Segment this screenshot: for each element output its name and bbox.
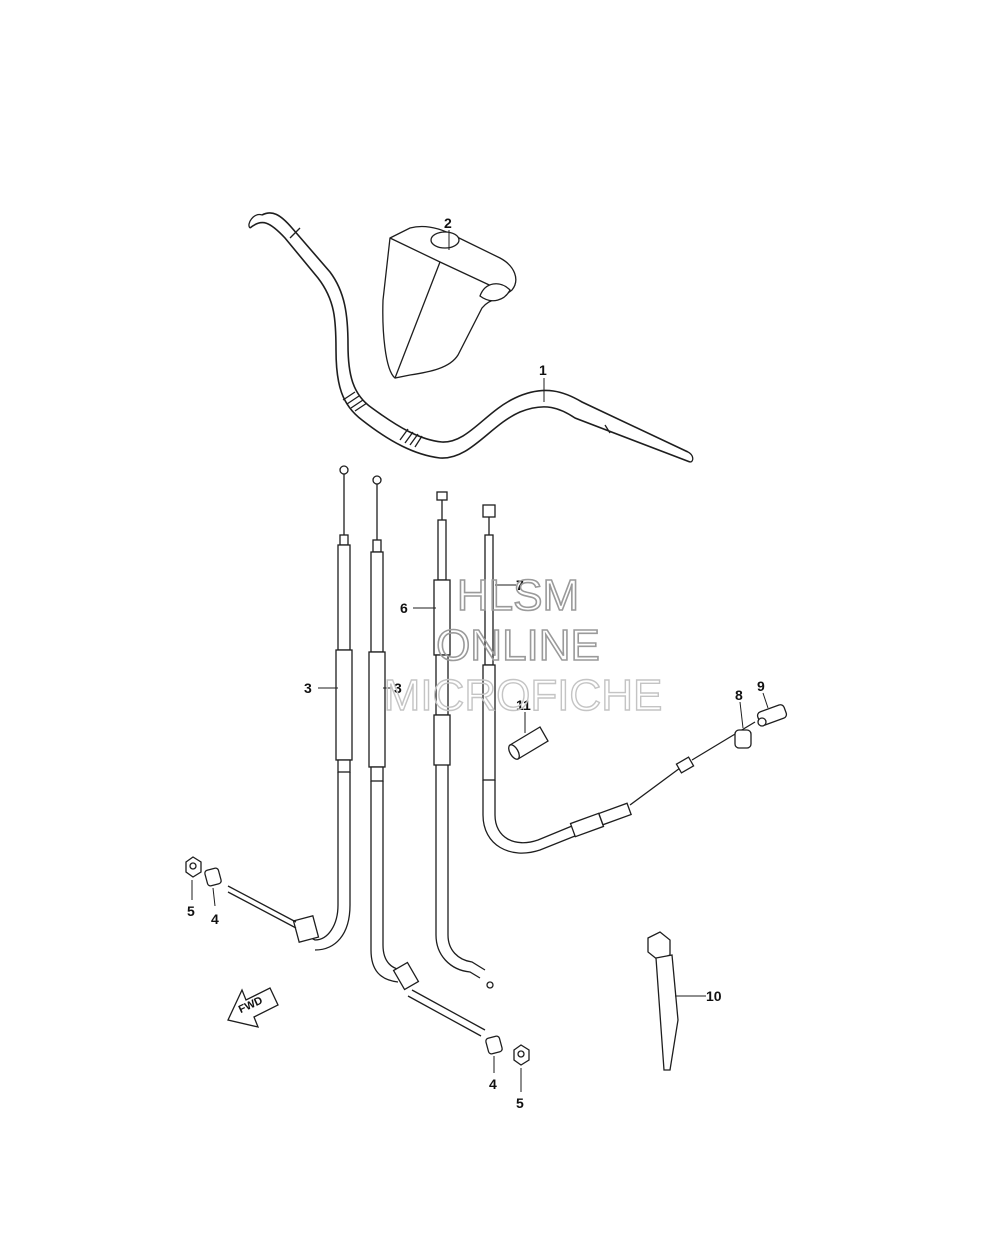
cable-middle-part[interactable] bbox=[368, 475, 486, 1037]
leader-lines bbox=[191, 230, 769, 1092]
adjuster-8-part[interactable] bbox=[734, 729, 752, 749]
callout-4-left: 4 bbox=[211, 911, 219, 927]
watermark-line-2: ONLINE bbox=[436, 621, 600, 670]
handlebar-part[interactable] bbox=[248, 212, 694, 463]
cable-6-part[interactable] bbox=[433, 491, 494, 989]
callout-3-middle: 3 bbox=[394, 680, 402, 696]
tube-11-part[interactable] bbox=[507, 726, 549, 761]
handlebar-knurl-right bbox=[399, 428, 423, 448]
callout-2: 2 bbox=[444, 215, 452, 231]
callout-11: 11 bbox=[516, 697, 531, 713]
callout-5-left: 5 bbox=[187, 903, 195, 919]
callout-4-right: 4 bbox=[489, 1076, 497, 1092]
watermark-line-1: HLSM bbox=[457, 571, 579, 620]
joint-9-part[interactable] bbox=[756, 704, 788, 727]
nut-5-left[interactable] bbox=[185, 856, 202, 878]
adjuster-4-right[interactable] bbox=[485, 1035, 503, 1055]
callout-3-left: 3 bbox=[304, 680, 312, 696]
callout-8: 8 bbox=[735, 687, 743, 703]
callout-1: 1 bbox=[539, 362, 547, 378]
fwd-arrow-icon: FWD bbox=[227, 987, 279, 1028]
watermark: HLSM ONLINE MICROFICHE bbox=[383, 570, 663, 721]
handlebar-cover-part[interactable] bbox=[382, 225, 517, 379]
handlebar-knurl-left bbox=[342, 391, 368, 412]
callout-6: 6 bbox=[400, 600, 408, 616]
cable-left-part[interactable] bbox=[227, 465, 353, 951]
watermark-line-3: MICROFICHE bbox=[384, 671, 663, 720]
callout-10: 10 bbox=[706, 988, 722, 1004]
cable-tie-10-part[interactable] bbox=[647, 931, 679, 1071]
callout-9: 9 bbox=[757, 678, 765, 694]
callout-5-right: 5 bbox=[516, 1095, 524, 1111]
adjuster-4-left[interactable] bbox=[204, 867, 222, 887]
cable-7-part[interactable] bbox=[482, 504, 756, 854]
nut-5-right[interactable] bbox=[513, 1044, 530, 1066]
callout-7: 7 bbox=[516, 577, 524, 593]
